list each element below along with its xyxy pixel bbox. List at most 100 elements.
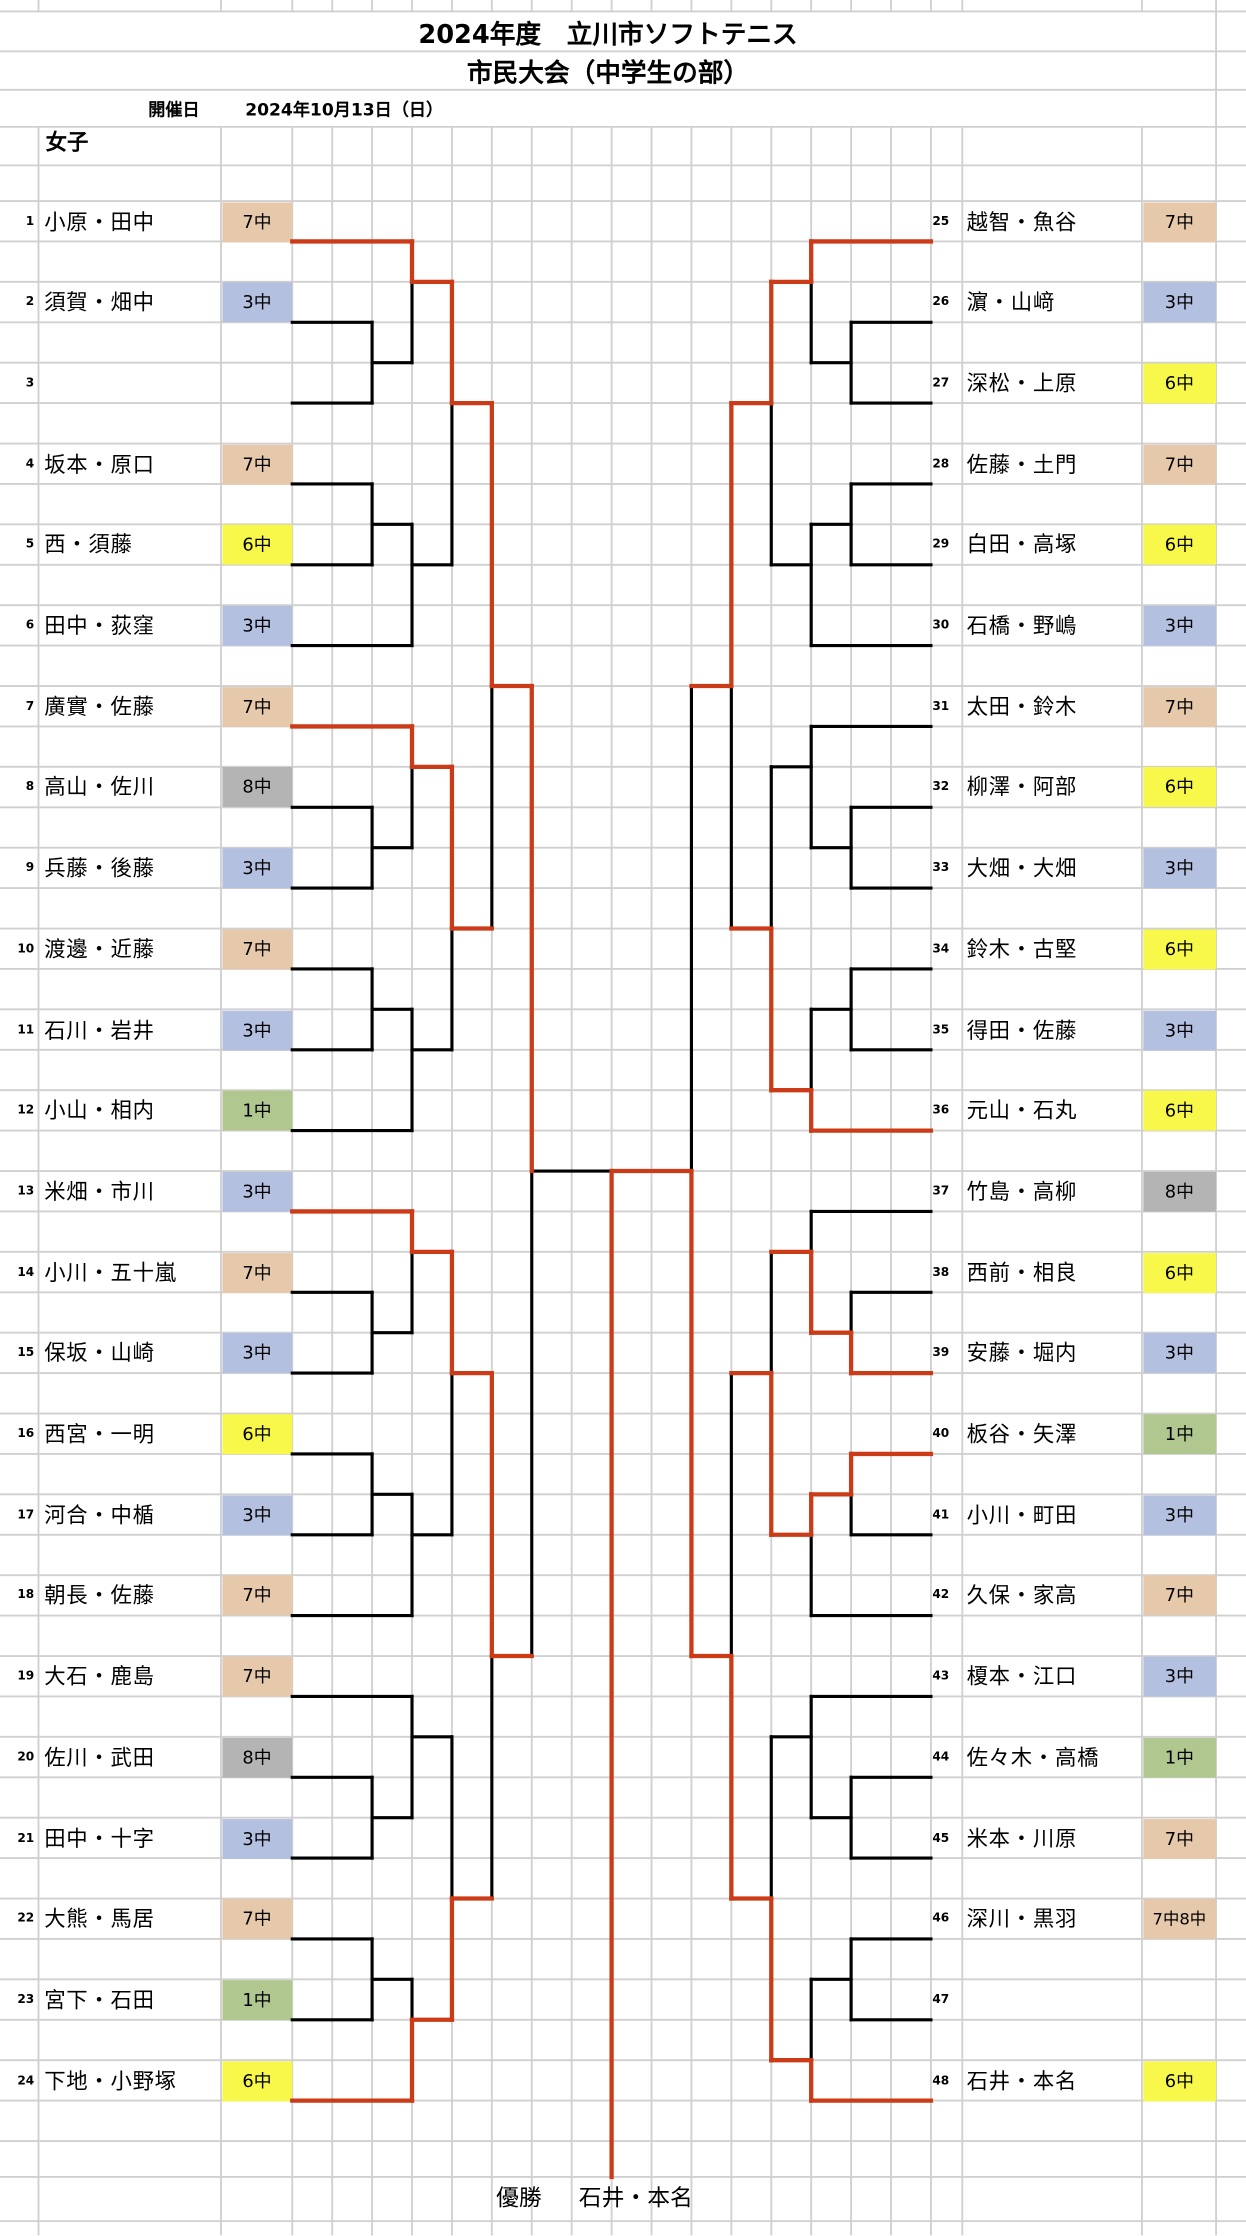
- entry-number: 36: [932, 1103, 950, 1118]
- category-label: 女子: [45, 129, 89, 156]
- school-badge: 6中: [221, 2060, 293, 2101]
- entry-number: 16: [17, 1427, 35, 1442]
- school-badge: 6中: [1142, 1090, 1217, 1131]
- school-badge: 7中: [1142, 444, 1217, 485]
- pair-name: 河合・中楯: [44, 1502, 155, 1528]
- school-badge: 3中: [1142, 605, 1217, 646]
- entry-number: 9: [25, 861, 35, 876]
- pair-name: 濵・山﨑: [966, 289, 1055, 316]
- entry-number: 39: [932, 1346, 950, 1361]
- school-badge: 7中: [221, 1899, 293, 1940]
- pair-name: 宮下・石田: [44, 1987, 155, 2013]
- pair-name: 安藤・堀内: [966, 1340, 1078, 1367]
- pair-name: 鈴木・古堅: [966, 936, 1078, 963]
- pair-name: 佐藤・土門: [966, 451, 1078, 478]
- pair-name: 佐々木・高橋: [966, 1744, 1100, 1771]
- entry-number: 4: [25, 457, 35, 472]
- school-badge: 7中: [221, 686, 293, 727]
- pair-name: 米畑・市川: [44, 1178, 155, 1205]
- entry-number: 7: [25, 699, 35, 714]
- pair-name: 西・須藤: [44, 532, 133, 558]
- sheet-title: 2024年度 立川市ソフトテニス: [418, 19, 798, 50]
- pair-name: 西前・相良: [966, 1259, 1078, 1286]
- pair-name: 久保・家高: [966, 1583, 1078, 1609]
- pair-name: 石橋・野嶋: [966, 613, 1078, 639]
- school-badge: 3中: [221, 282, 293, 323]
- school-badge: 3中: [221, 1495, 293, 1535]
- school-badge: 6中: [1142, 767, 1217, 808]
- school-badge: 3中: [221, 1818, 293, 1859]
- school-badge: 7中: [221, 1656, 293, 1697]
- pair-name: 柳澤・阿部: [966, 774, 1078, 801]
- pair-name: 太田・鈴木: [966, 693, 1078, 720]
- entry-number: 3: [25, 376, 35, 391]
- entry-number: 20: [17, 1750, 35, 1765]
- school-badge: 6中: [1142, 929, 1217, 970]
- school-badge: 3中: [221, 1010, 293, 1050]
- pair-name: 田中・十字: [44, 1825, 155, 1852]
- school-badge: 3中: [221, 1333, 293, 1374]
- pair-name: 大熊・馬居: [44, 1906, 155, 1932]
- pair-name: 須賀・畑中: [44, 289, 155, 316]
- date-label: 開催日: [148, 99, 200, 120]
- entry-number: 31: [932, 699, 950, 714]
- entry-number: 28: [932, 457, 950, 472]
- pair-name: 越智・魚谷: [966, 208, 1078, 235]
- school-badge: 7中: [221, 1575, 293, 1616]
- school-badge: 3中: [221, 605, 293, 646]
- entry-number: 6: [25, 618, 35, 633]
- entry-number: 12: [17, 1103, 35, 1118]
- entry-number: 32: [932, 780, 950, 795]
- pair-name: 深川・黒羽: [966, 1906, 1078, 1932]
- entry-number: 25: [932, 214, 950, 229]
- entry-number: 42: [932, 1588, 950, 1603]
- entry-number: 45: [932, 1831, 950, 1846]
- pair-name: 小原・田中: [44, 208, 155, 235]
- pair-name: 下地・小野塚: [44, 2068, 177, 2094]
- school-badge: 7中: [221, 1252, 293, 1293]
- entry-number: 21: [17, 1831, 35, 1846]
- entry-number: 48: [932, 2073, 950, 2088]
- school-badge: 3中: [1142, 848, 1217, 889]
- school-badge: 8中: [221, 1737, 293, 1778]
- entry-number: 18: [17, 1588, 35, 1603]
- pair-name: 廣實・佐藤: [44, 693, 155, 720]
- school-badge: 7中: [1142, 686, 1217, 727]
- school-badge: 3中: [221, 848, 293, 889]
- entry-number: 2: [25, 295, 35, 310]
- entry-number: 44: [932, 1750, 950, 1765]
- school-badge: 8中: [221, 767, 293, 808]
- pair-name: 小山・相内: [44, 1098, 155, 1124]
- entry-number: 29: [932, 537, 950, 553]
- pair-name: 渡邊・近藤: [44, 936, 155, 963]
- entry-number: 24: [17, 2073, 35, 2088]
- pair-name: 石井・本名: [966, 2068, 1078, 2094]
- pair-name: 石川・岩井: [44, 1017, 155, 1043]
- school-badge: 3中: [1142, 1656, 1217, 1697]
- pair-name: 板谷・矢澤: [966, 1421, 1078, 1448]
- entry-number: 14: [17, 1265, 35, 1280]
- entry-number: 30: [932, 618, 950, 633]
- entry-number: 46: [932, 1912, 950, 1927]
- school-badge: 1中: [1142, 1737, 1217, 1778]
- pair-name: 坂本・原口: [44, 451, 155, 478]
- pair-name: 大石・鹿島: [44, 1663, 155, 1690]
- school-badge: 3中: [1142, 282, 1217, 323]
- school-badge: 7中: [1142, 1575, 1217, 1616]
- entry-number: 27: [932, 376, 950, 391]
- school-badge: 7中: [221, 201, 293, 242]
- pair-name: 大畑・大畑: [966, 855, 1078, 882]
- pair-name: 高山・佐川: [44, 774, 155, 801]
- pair-name: 西宮・一明: [44, 1421, 155, 1448]
- entry-number: 22: [17, 1912, 35, 1927]
- pair-name: 小川・五十嵐: [44, 1259, 177, 1286]
- pair-name: 米本・川原: [966, 1825, 1078, 1852]
- pair-name: 小川・町田: [966, 1502, 1078, 1528]
- school-badge: 6中: [221, 525, 293, 565]
- entry-number: 1: [25, 214, 35, 229]
- entry-number: 15: [17, 1346, 35, 1361]
- school-badge: 3中: [1142, 1010, 1217, 1050]
- entry-number: 26: [932, 295, 950, 310]
